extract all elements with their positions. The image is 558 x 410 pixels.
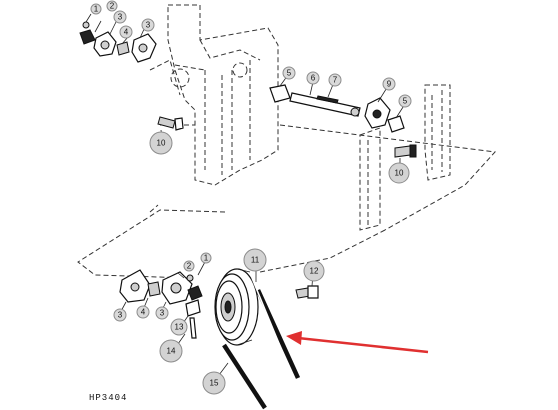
svg-text:5: 5 bbox=[403, 97, 408, 106]
svg-text:9: 9 bbox=[387, 80, 392, 89]
upper-frame-bracket bbox=[149, 4, 279, 186]
svg-text:12: 12 bbox=[310, 267, 319, 276]
red-arrow-icon bbox=[286, 331, 429, 354]
bolt-12 bbox=[295, 285, 319, 299]
callout-12: 12 bbox=[303, 260, 325, 282]
callout-4-upper: 4 bbox=[119, 25, 133, 39]
lower-left-hardware bbox=[119, 269, 203, 339]
callout-3-upper-a: 3 bbox=[113, 10, 127, 24]
callout-5-left: 5 bbox=[282, 66, 296, 80]
svg-text:3: 3 bbox=[118, 13, 123, 22]
shaft-assembly bbox=[269, 84, 405, 133]
callout-6: 6 bbox=[306, 71, 320, 85]
callout-3-upper-b: 3 bbox=[141, 18, 155, 32]
svg-text:2: 2 bbox=[110, 2, 115, 11]
pulley bbox=[214, 268, 259, 346]
svg-text:2: 2 bbox=[187, 262, 192, 271]
svg-text:1: 1 bbox=[94, 5, 99, 14]
upper-left-hardware bbox=[79, 21, 157, 63]
svg-text:11: 11 bbox=[251, 256, 260, 265]
svg-text:7: 7 bbox=[333, 76, 338, 85]
callout-2-lower: 2 bbox=[183, 260, 195, 272]
svg-text:3: 3 bbox=[160, 309, 165, 318]
callout-3-lower-a: 3 bbox=[113, 308, 127, 322]
svg-text:6: 6 bbox=[311, 74, 316, 83]
svg-text:4: 4 bbox=[141, 308, 146, 317]
svg-text:1: 1 bbox=[204, 254, 209, 263]
right-side-bracket bbox=[359, 84, 451, 231]
callout-1-lower: 1 bbox=[200, 252, 212, 264]
drive-belt bbox=[222, 277, 301, 410]
svg-text:13: 13 bbox=[175, 323, 184, 332]
callout-1-upper: 1 bbox=[90, 3, 102, 15]
callout-14: 14 bbox=[159, 339, 183, 363]
callout-9: 9 bbox=[382, 77, 396, 91]
callout-2-upper: 2 bbox=[106, 0, 118, 12]
bolt-10-right bbox=[394, 144, 417, 158]
callout-15: 15 bbox=[202, 371, 226, 395]
svg-text:14: 14 bbox=[167, 347, 176, 356]
svg-text:15: 15 bbox=[210, 379, 219, 388]
callout-11: 11 bbox=[243, 248, 267, 272]
callout-13: 13 bbox=[170, 318, 188, 336]
callout-10-left: 10 bbox=[149, 131, 173, 155]
svg-text:3: 3 bbox=[118, 311, 123, 320]
svg-text:4: 4 bbox=[124, 28, 129, 37]
bolt-10-left bbox=[157, 116, 184, 131]
callout-3-lower-b: 3 bbox=[155, 306, 169, 320]
callout-7: 7 bbox=[328, 73, 342, 87]
callout-4-lower: 4 bbox=[136, 305, 150, 319]
svg-text:5: 5 bbox=[287, 69, 292, 78]
svg-text:10: 10 bbox=[395, 169, 404, 178]
callout-10-right: 10 bbox=[388, 162, 410, 184]
svg-text:10: 10 bbox=[157, 139, 166, 148]
figure-code: HP3404 bbox=[89, 393, 128, 403]
callout-5-right: 5 bbox=[398, 94, 412, 108]
svg-text:3: 3 bbox=[146, 21, 151, 30]
